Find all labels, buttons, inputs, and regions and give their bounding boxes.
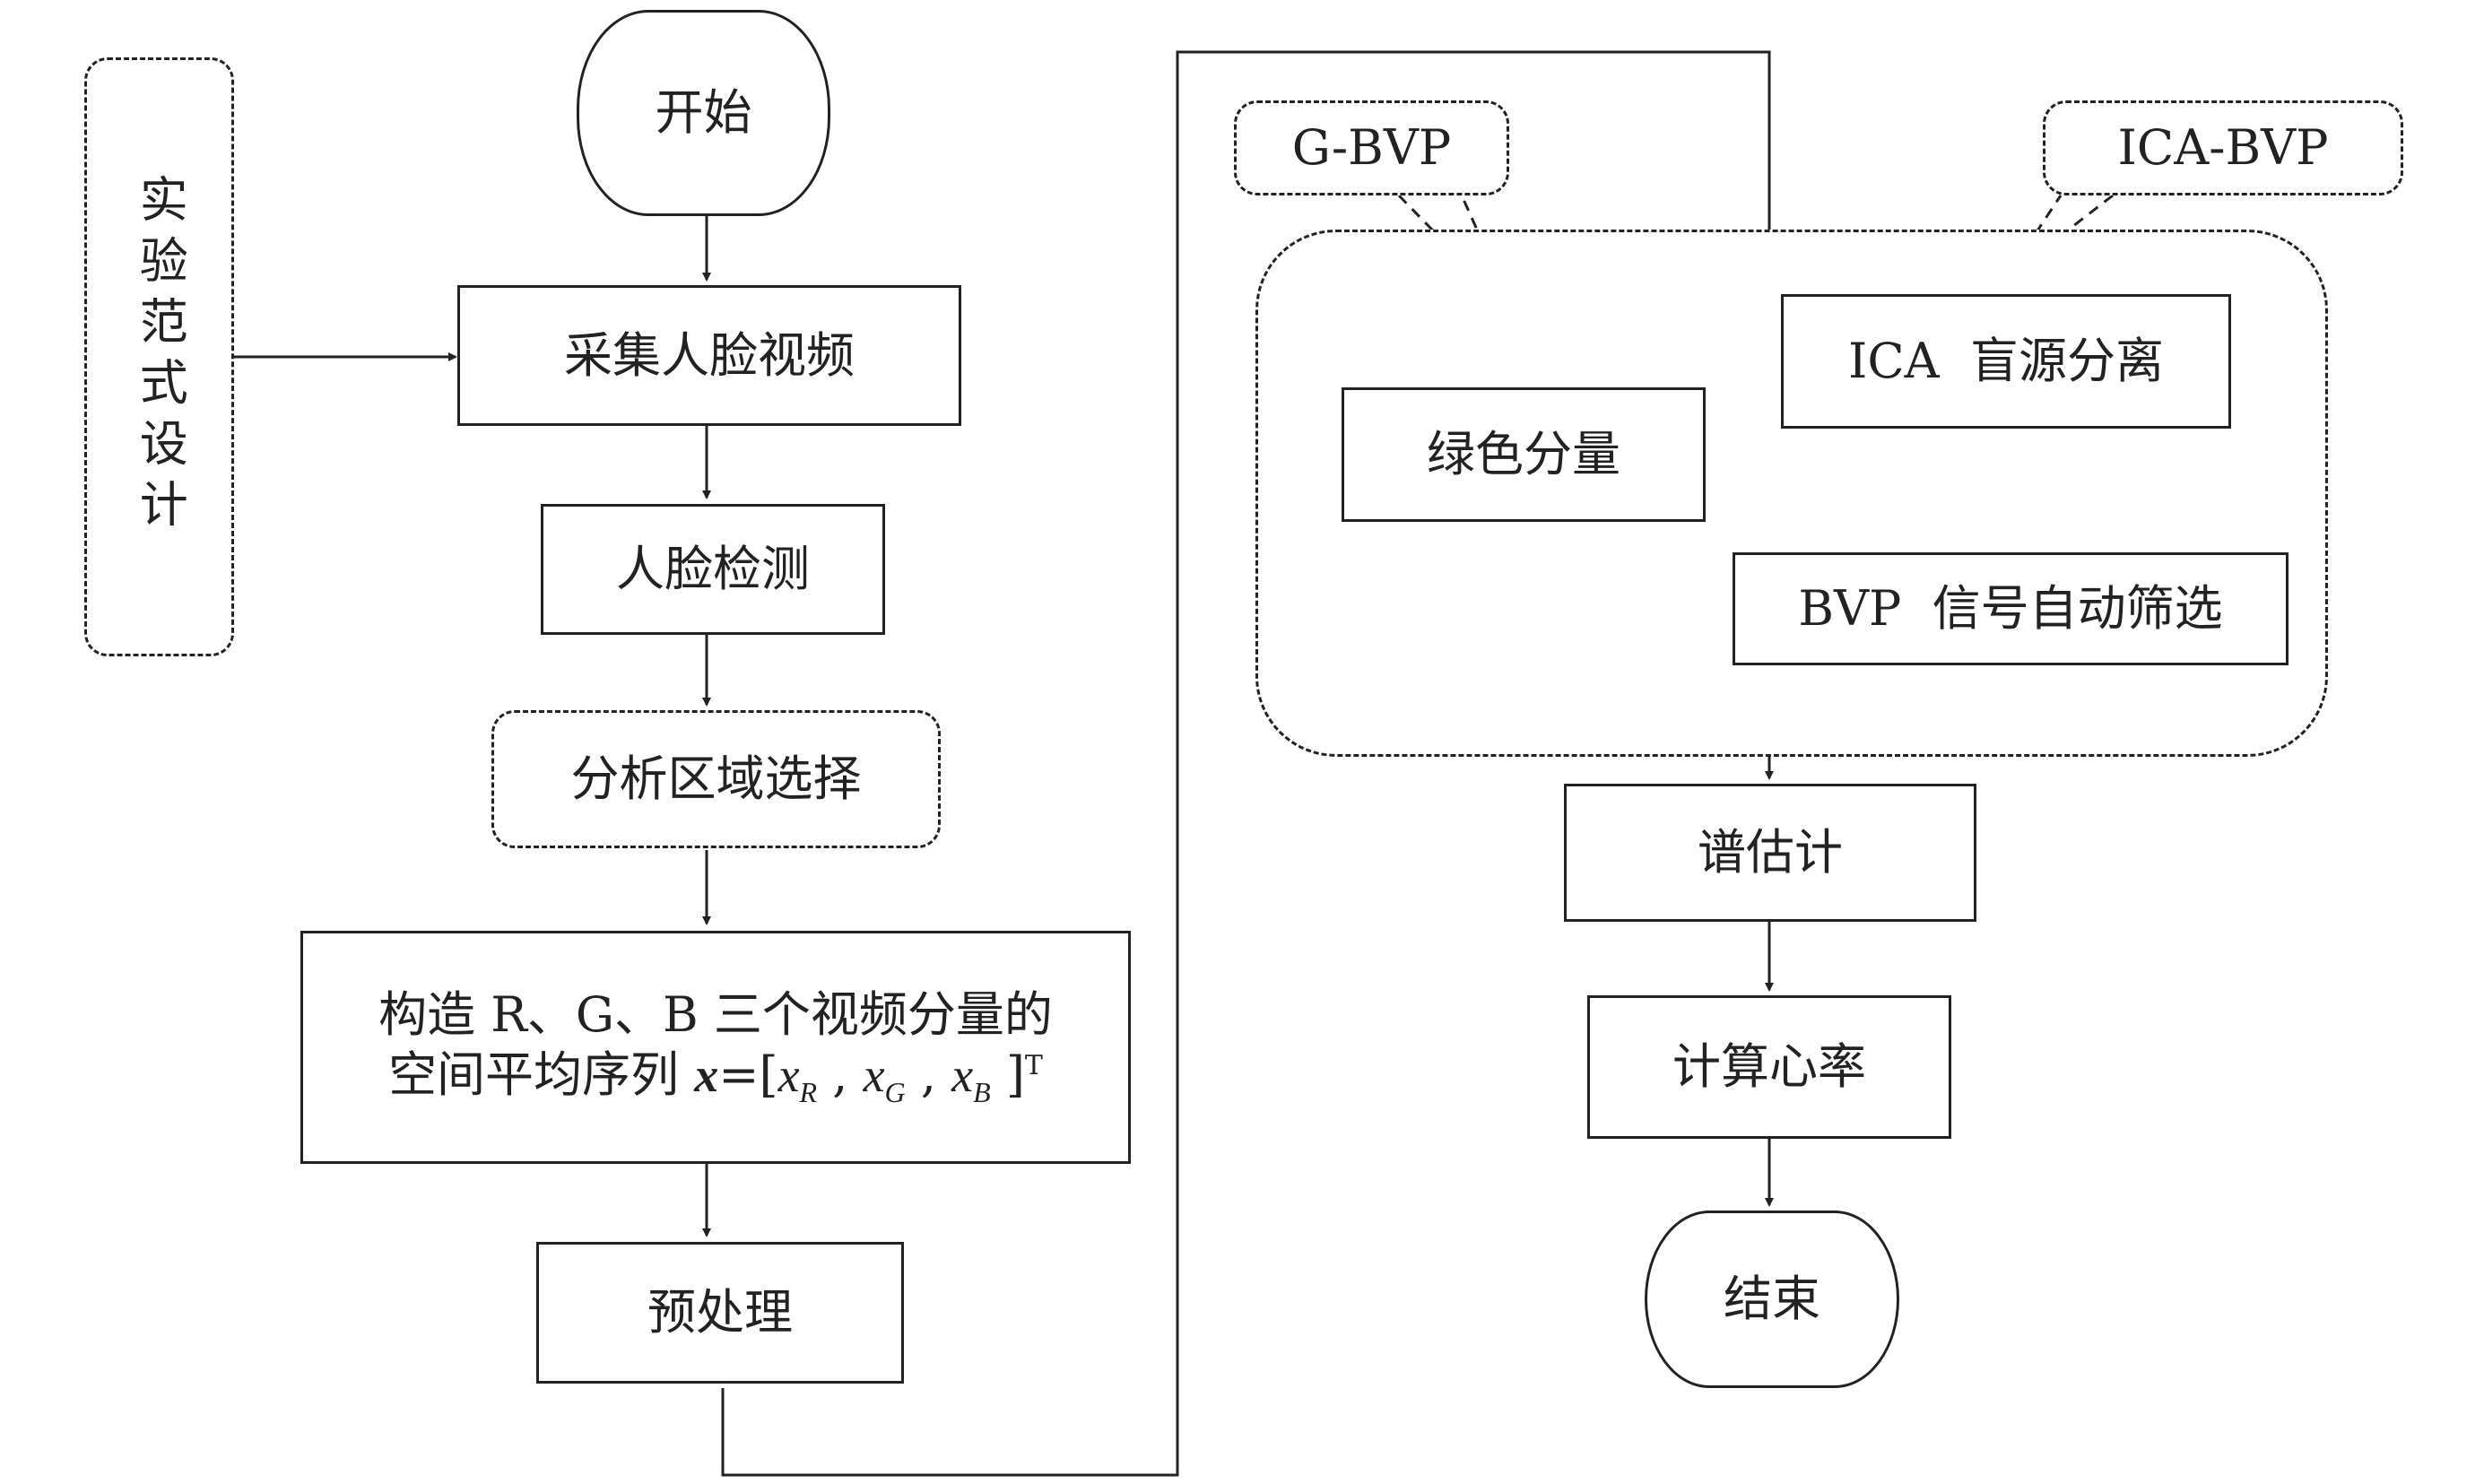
- comma-2: ,: [905, 1046, 952, 1104]
- construct-line-1: 构造 R、G、B 三个视频分量的: [378, 985, 1053, 1043]
- paradigm-design-box: 实验范式设计: [84, 57, 234, 656]
- paradigm-design-label: 实验范式设计: [131, 174, 188, 540]
- face-detect-box: 人脸检测: [541, 504, 885, 635]
- x-b: x: [951, 1048, 974, 1103]
- compute-hr-box: 计算心率: [1587, 995, 1951, 1139]
- green-component-box: 绿色分量: [1342, 387, 1706, 522]
- g-bvp-callout: G-BVP: [1234, 100, 1509, 195]
- construct-line-2: 空间平均序列 x=[xR , xG , xB ]T: [388, 1045, 1043, 1110]
- connector-preprocess-to-right: [721, 50, 1771, 1477]
- ica-bvp-label: ICA-BVP: [2117, 119, 2329, 177]
- green-component-label: 绿色分量: [1427, 426, 1620, 483]
- preprocess-label: 预处理: [647, 1284, 793, 1341]
- end-terminal: 结束: [1645, 1211, 1899, 1388]
- ica-bvp-callout: ICA-BVP: [2043, 100, 2403, 195]
- x-r: x: [777, 1048, 800, 1103]
- bvp-auto-select-box: BVP 信号自动筛选: [1733, 552, 2289, 665]
- x-g: x: [863, 1048, 885, 1103]
- spectral-estimation-label: 谱估计: [1698, 824, 1843, 881]
- ica-separation-box: ICA 盲源分离: [1781, 294, 2231, 429]
- spectral-estimation-box: 谱估计: [1564, 784, 1976, 922]
- sub-b: B: [973, 1076, 991, 1109]
- roi-select-box: 分析区域选择: [491, 710, 941, 848]
- sup-t: T: [1024, 1050, 1043, 1082]
- start-label: 开始: [655, 84, 752, 142]
- end-label: 结束: [1724, 1271, 1820, 1328]
- sub-r: R: [799, 1076, 818, 1109]
- roi-select-label: 分析区域选择: [570, 751, 862, 808]
- start-terminal: 开始: [577, 10, 830, 216]
- ica-separation-label: ICA 盲源分离: [1848, 333, 2164, 390]
- bvp-auto-select-label: BVP 信号自动筛选: [1798, 580, 2223, 638]
- preprocess-box: 预处理: [536, 1242, 904, 1384]
- equals-bracket: =[: [718, 1046, 778, 1104]
- vector-x: x: [694, 1048, 719, 1103]
- face-detect-label: 人脸检测: [616, 541, 810, 598]
- capture-video-label: 采集人脸视频: [564, 326, 855, 384]
- construct-prefix: 空间平均序列: [388, 1046, 695, 1104]
- comma-1: ,: [817, 1046, 864, 1104]
- capture-video-box: 采集人脸视频: [457, 285, 961, 426]
- compute-hr-label: 计算心率: [1672, 1038, 1866, 1096]
- g-bvp-label: G-BVP: [1291, 119, 1452, 177]
- construct-series-box: 构造 R、G、B 三个视频分量的 空间平均序列 x=[xR , xG , xB …: [300, 931, 1131, 1164]
- sub-g: G: [884, 1076, 906, 1109]
- close-bracket: ]: [990, 1046, 1025, 1104]
